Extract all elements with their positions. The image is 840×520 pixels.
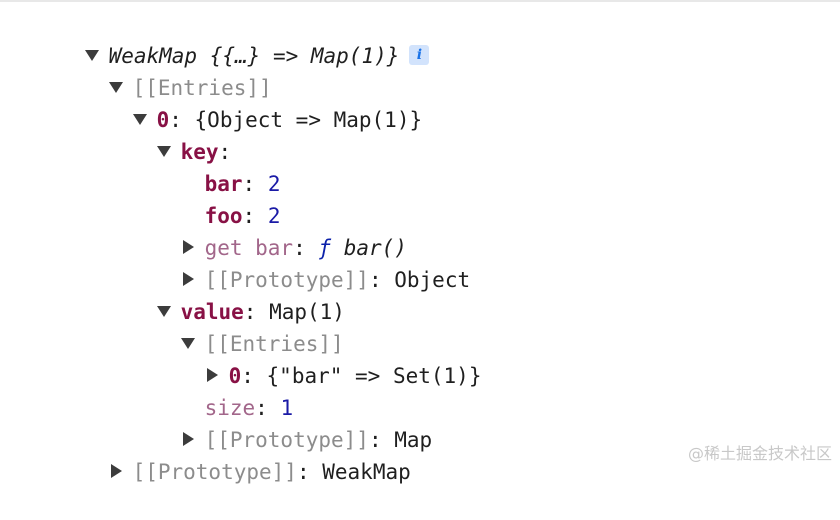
- collapse-triangle-icon[interactable]: [182, 432, 194, 446]
- foo-sep: :: [242, 204, 268, 228]
- size-row: size: 1: [154, 360, 294, 420]
- function-icon: ƒ: [318, 236, 332, 260]
- expand-triangle-icon[interactable]: [180, 337, 195, 349]
- value-entry-sep: :: [241, 364, 267, 388]
- value-entries-label: [[Entries]]: [204, 332, 344, 356]
- foo-value: 2: [267, 204, 281, 228]
- weakmap-root-row[interactable]: WeakMap {{…} => Map(1)} i: [34, 8, 430, 68]
- value-entry-value: {"bar" => Set(1)}: [266, 364, 482, 388]
- entries-label: [[Entries]]: [132, 76, 272, 100]
- watermark: @稀土掘金技术社区: [687, 444, 832, 463]
- key-colon: :: [218, 140, 232, 164]
- key-proto-name: [[Prototype]]: [204, 268, 369, 292]
- expand-triangle-icon[interactable]: [108, 81, 123, 93]
- foo-property-row: foo: 2: [154, 168, 281, 228]
- getter-name: get bar: [204, 236, 294, 260]
- key-proto-value: Object: [394, 268, 471, 292]
- collapse-triangle-icon[interactable]: [182, 240, 194, 254]
- value-sep: :: [243, 300, 270, 324]
- collapse-triangle-icon[interactable]: [206, 368, 218, 382]
- size-name: size: [204, 396, 256, 420]
- expand-triangle-icon[interactable]: [156, 305, 171, 317]
- value-text: Map(1): [269, 300, 345, 324]
- entry-0-row[interactable]: 0: {Object => Map(1)}: [82, 72, 422, 132]
- collapse-triangle-icon[interactable]: [110, 464, 122, 478]
- value-entries-row[interactable]: [[Entries]]: [130, 296, 344, 356]
- bar-property-row: bar: 2: [154, 136, 281, 196]
- entry-sep: :: [169, 108, 195, 132]
- top-divider: [0, 0, 840, 2]
- bar-name: bar: [204, 172, 243, 196]
- entries-row[interactable]: [[Entries]]: [58, 40, 272, 100]
- value-row[interactable]: value: Map(1): [106, 264, 345, 324]
- entry-index: 0: [156, 108, 170, 132]
- key-row[interactable]: key:: [106, 104, 231, 164]
- size-value: 1: [280, 396, 294, 420]
- size-sep: :: [255, 396, 281, 420]
- value-proto-name: [[Prototype]]: [204, 428, 369, 452]
- entry-value: {Object => Map(1)}: [194, 108, 423, 132]
- bar-sep: :: [242, 172, 268, 196]
- getter-sep: :: [293, 236, 319, 260]
- root-proto-name: [[Prototype]]: [132, 460, 297, 484]
- weakmap-summary: WeakMap {{…} => Map(1)}: [108, 44, 400, 68]
- root-proto-sep: :: [296, 460, 323, 484]
- value-entry-index: 0: [228, 364, 242, 388]
- key-proto-sep: :: [368, 268, 395, 292]
- getter-row[interactable]: get bar: ƒ bar(): [130, 200, 407, 260]
- value-label: value: [180, 300, 244, 324]
- expand-triangle-icon[interactable]: [156, 145, 171, 157]
- root-proto-value: WeakMap: [322, 460, 411, 484]
- value-entry-0-row[interactable]: 0: {"bar" => Set(1)}: [154, 328, 481, 388]
- info-icon[interactable]: i: [409, 45, 430, 65]
- key-prototype-row[interactable]: [[Prototype]]: Object: [130, 232, 470, 292]
- foo-name: foo: [204, 204, 243, 228]
- getter-fn: bar(): [331, 236, 407, 260]
- expand-triangle-icon[interactable]: [84, 49, 99, 61]
- expand-triangle-icon[interactable]: [132, 113, 147, 125]
- value-proto-sep: :: [368, 428, 395, 452]
- value-prototype-row[interactable]: [[Prototype]]: Map: [130, 392, 432, 452]
- bar-value: 2: [267, 172, 281, 196]
- collapse-triangle-icon[interactable]: [182, 272, 194, 286]
- value-proto-value: Map: [394, 428, 433, 452]
- root-prototype-row[interactable]: [[Prototype]]: WeakMap: [58, 424, 411, 484]
- key-label: key: [180, 140, 219, 164]
